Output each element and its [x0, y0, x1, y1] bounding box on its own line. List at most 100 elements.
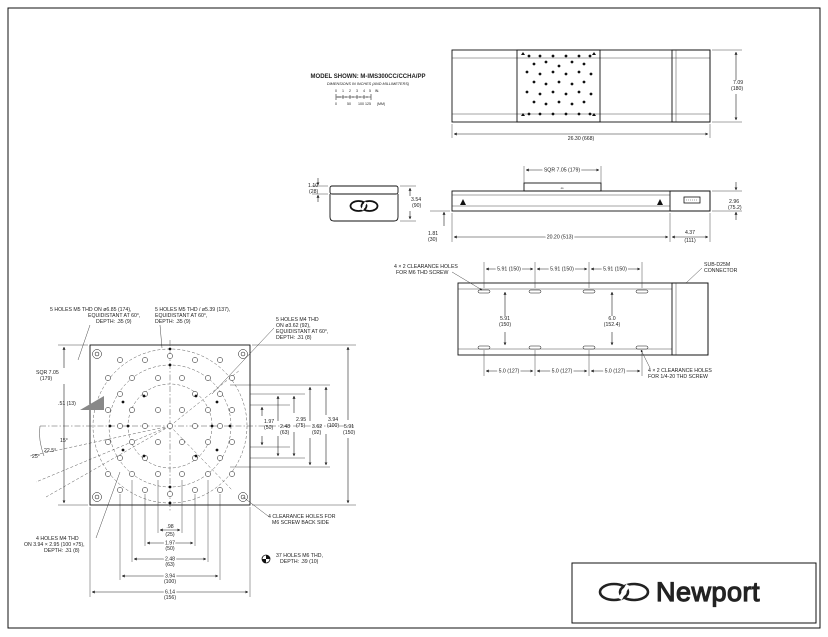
dim-base-spacing-c: 5.91 (150)	[603, 267, 627, 273]
dim-base-spacing-b: 5.91 (150)	[550, 267, 574, 273]
dim-side-right-h: 2.96	[729, 199, 739, 205]
note-clearance-1420-2: FOR 1/4-20 THD SCREW	[648, 374, 708, 380]
dim-v197: 1.97	[264, 419, 274, 425]
newport-logo-icon	[598, 582, 650, 602]
dim-051: .51 (13)	[58, 401, 76, 407]
sheet-border	[7, 7, 821, 629]
dim-h197-mm: (50)	[165, 546, 174, 552]
note-m4-3: EQUIDISTANT AT 60°,	[276, 329, 328, 335]
dim-v591: 5.91	[344, 424, 354, 430]
dim-side-base: 1.81	[428, 231, 438, 237]
dim-h248-mm: (63)	[165, 562, 174, 568]
scale-tick-label: 0	[335, 102, 337, 106]
angle-reference-marker	[80, 396, 104, 410]
scale-tick-label: 50	[347, 102, 351, 106]
dim-base-bottom-b: 5.0 (127)	[552, 369, 573, 375]
dim-side-base-mm: (30)	[428, 237, 437, 243]
note-clearance-m6-2: FOR M6 THD SCREW	[396, 270, 448, 276]
note-connector-1: SUB-D25M	[704, 262, 730, 268]
note-clearance-back-2: M6 SCREW BACK SIDE	[272, 520, 330, 526]
dim-angle-25: 25°	[32, 454, 40, 460]
scale-tick-label: 0	[335, 89, 337, 93]
model-title: MODEL SHOWN: M-IMS300CC/CCHA/PP	[311, 74, 426, 80]
scale-tick-label: 4	[363, 89, 365, 93]
note-m5a-3: DEPTH: .35 (9)	[96, 319, 132, 325]
scale-tick-label: IN.	[375, 89, 380, 93]
dim-side-travel: 20.20 (513)	[547, 235, 574, 241]
dim-side-conn-mm: (111)	[684, 238, 696, 244]
dim-h394-mm: (100)	[164, 579, 176, 585]
dim-h098: .98	[166, 524, 173, 530]
dim-v248-mm: (63)	[280, 430, 289, 436]
dim-base-v-mid: 6.0	[608, 316, 615, 322]
note-m4b-1: 4 HOLES M4 THD	[36, 536, 79, 542]
dim-sqr: SQR 7.05	[36, 370, 59, 376]
dim-base-bottom-a: 5.0 (127)	[499, 369, 520, 375]
dim-end-top-mm: (28)	[309, 189, 318, 195]
note-m6-1: 37 HOLES M6 THD,	[276, 553, 323, 559]
note-m5b-2: EQUIDISTANT AT 60°,	[155, 313, 207, 319]
dim-v394: 3.94	[328, 417, 338, 423]
model-title-block: MODEL SHOWN: M-IMS300CC/CCHA/PP DIMENSIO…	[311, 74, 426, 106]
note-clearance-1420-1: 4 × 2 CLEARANCE HOLES	[648, 368, 712, 374]
dim-h394: 3.94	[165, 574, 175, 580]
base-slots	[477, 289, 649, 350]
newport-logo-mark	[349, 200, 379, 212]
dim-base-v-mid-mm: (152.4)	[604, 322, 621, 328]
top-view: 26.30 (668) 7.09 (180)	[451, 49, 743, 142]
scale-tick-label: 2	[349, 89, 351, 93]
scale-tick-label: 3	[356, 89, 358, 93]
dim-base-v-left: 5.91	[500, 316, 510, 322]
brand-name: Newport	[656, 577, 760, 607]
dim-v362-mm: (92)	[312, 430, 321, 436]
side-view: ∞ SQR 7.05 (179) 2.96 (75.2) 1.81 (30) 2…	[428, 166, 742, 244]
title-block: Newport	[571, 562, 817, 624]
note-m6-2: DEPTH: .39 (10)	[280, 559, 319, 565]
m6-hole-symbol-icon	[261, 554, 271, 564]
scale-tick-label: 125	[365, 102, 371, 106]
base-view: 4 × 2 CLEARANCE HOLES FOR M6 THD SCREW 5…	[394, 262, 738, 380]
scale-tick-label: (MM)	[377, 102, 385, 106]
dim-angle-22-5: 22.5°	[44, 448, 56, 454]
note-clearance-back-1: 4 CLEARANCE HOLES FOR	[268, 514, 336, 520]
note-m5b-3: DEPTH: .35 (9)	[155, 319, 191, 325]
dim-v362: 3.62	[312, 424, 322, 430]
note-m4-1: 5 HOLES M4 THD	[276, 317, 319, 323]
note-m5a-1: 5 HOLES M5 THD ON ø6.85 (174),	[50, 307, 132, 313]
top-carriage-holes	[525, 54, 593, 116]
dim-v197-mm: (50)	[264, 425, 273, 431]
dim-end-total-mm: (90)	[412, 203, 421, 209]
note-m5a-2: EQUIDISTANT AT 60°,	[88, 313, 140, 319]
dim-h614-mm: (156)	[164, 595, 176, 601]
note-m5b-1: 5 HOLES M5 THD / ø5.39 (137),	[155, 307, 230, 313]
dim-top-length: 26.30 (668)	[568, 136, 595, 142]
dim-v394-mm: (100)	[327, 423, 339, 429]
dim-v591-mm: (150)	[343, 430, 355, 436]
dim-base-bottom-c: 5.0 (127)	[605, 369, 626, 375]
m6-threaded-holes	[105, 353, 235, 497]
dim-end-top: 1.10	[308, 183, 318, 189]
dim-v248: 2.48	[280, 424, 290, 430]
scale-bar: 0 1 2 3 4 5 IN. 0 50 100 125 (MM)	[335, 89, 385, 106]
scale-tick-label: 5	[369, 89, 371, 93]
dim-carriage: SQR 7.05 (179)	[544, 168, 581, 174]
dim-base-spacing-a: 5.91 (150)	[497, 267, 521, 273]
dim-v295: 2.95	[296, 417, 306, 423]
dim-angle-15: 15°	[60, 438, 68, 444]
note-m4b-2: ON 3.94 × 2.95 (100 ×75),	[24, 542, 85, 548]
dim-h098-mm: (25)	[165, 532, 174, 538]
end-view: 1.10 (28) 3.54 (90)	[308, 178, 421, 222]
dim-h248: 2.48	[165, 557, 175, 563]
note-connector-2: CONNECTOR	[704, 268, 738, 274]
scale-tick-label: 1	[342, 89, 344, 93]
dim-base-v-left-mm: (150)	[499, 322, 511, 328]
dim-top-height: 7.09	[733, 80, 743, 86]
newport-mini-logo: ∞	[561, 186, 564, 191]
dim-h197: 1.97	[165, 541, 175, 547]
dim-sqr-mm: (179)	[40, 376, 52, 382]
dim-top-height-mm: (180)	[731, 86, 743, 92]
dim-v295-mm: (75)	[296, 423, 305, 429]
note-m4b-3: DEPTH: .31 (8)	[44, 548, 80, 554]
dim-side-right-h-mm: (75.2)	[728, 205, 742, 211]
